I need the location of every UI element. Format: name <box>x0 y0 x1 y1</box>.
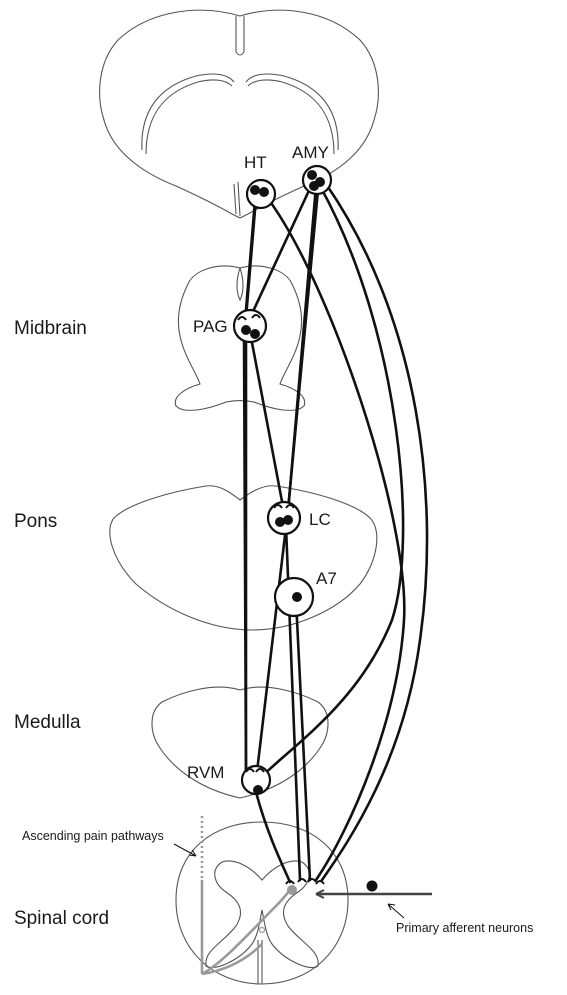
label-a7: A7 <box>316 569 337 588</box>
nucleus-amy <box>303 166 331 194</box>
label-pons: Pons <box>14 511 57 532</box>
nucleus-ht <box>247 180 275 208</box>
forebrain-section <box>100 10 379 218</box>
label-ht: HT <box>244 153 267 172</box>
label-amy: AMY <box>292 143 329 162</box>
nucleus-lc <box>268 502 300 534</box>
nucleus-pag <box>234 310 266 342</box>
label-medulla: Medulla <box>14 712 81 733</box>
nucleus-rvm <box>242 766 270 795</box>
descending-pathways <box>244 184 427 882</box>
nucleus-a7 <box>275 578 313 616</box>
pons-section <box>110 486 377 630</box>
label-pag: PAG <box>193 317 228 336</box>
ascending-pathway <box>202 816 297 974</box>
afferent-arrow <box>388 904 404 918</box>
primary-afferent <box>316 881 432 899</box>
label-primary-afferent-neurons: Primary afferent neurons <box>396 921 533 935</box>
label-midbrain: Midbrain <box>14 318 87 339</box>
dorsal-horn-terminals <box>286 879 324 884</box>
label-lc: LC <box>309 510 331 529</box>
label-ascending-pain-pathways: Ascending pain pathways <box>22 829 164 843</box>
label-spinal-cord: Spinal cord <box>14 908 109 929</box>
ascending-neuron-soma <box>287 885 297 895</box>
label-rvm: RVM <box>187 763 224 782</box>
